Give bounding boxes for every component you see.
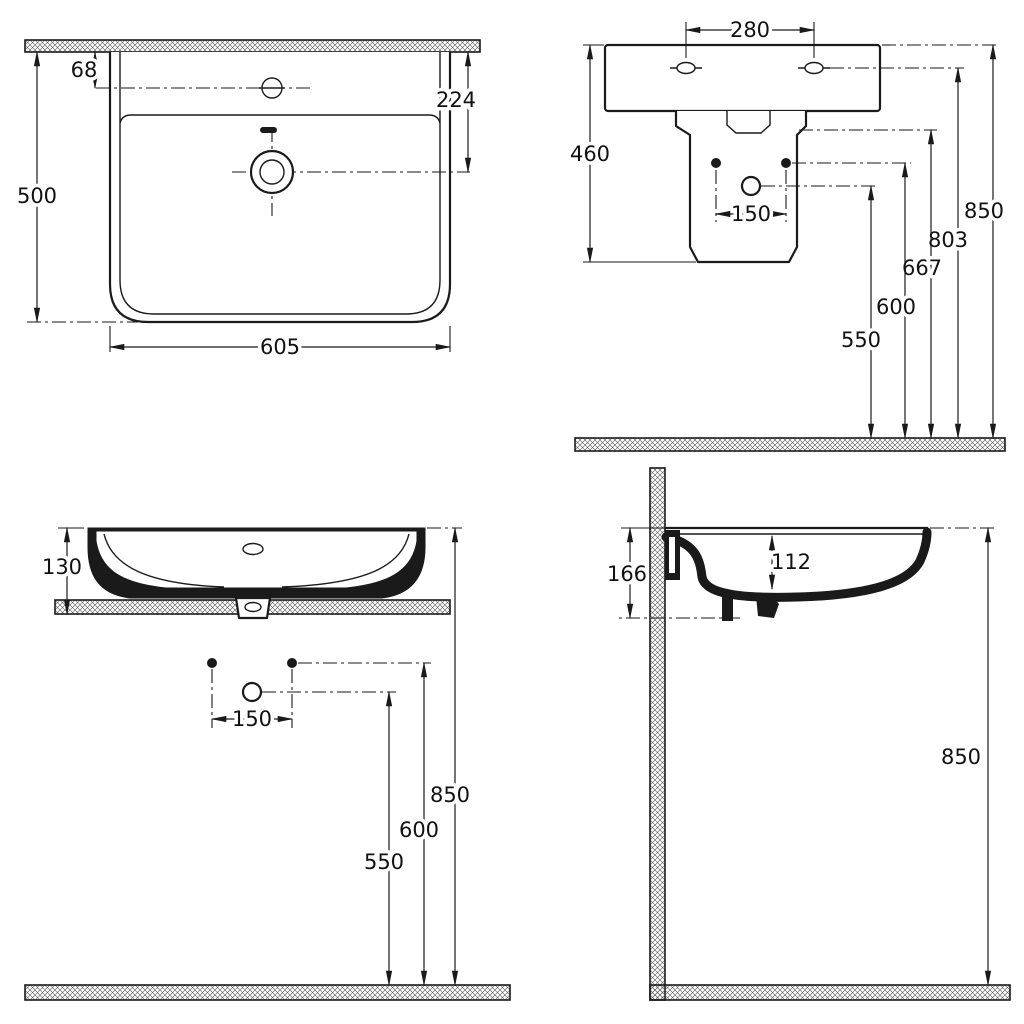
drain-stub — [234, 596, 272, 620]
faucet-hole-front-icon — [242, 542, 264, 556]
mount-hole-right-icon — [804, 61, 824, 75]
wall-hatch-plan — [24, 39, 481, 53]
dim-rim-height-front: 850 — [430, 783, 470, 807]
basin-curve-right — [281, 533, 410, 588]
drain-trap-right — [756, 594, 779, 618]
dim-basin-height: 130 — [42, 555, 82, 579]
sink-inner-rim — [119, 52, 441, 315]
floor-hatch-section — [649, 984, 1011, 1001]
dim-width: 605 — [260, 335, 300, 359]
view-rear: 280 150 460 850 803 667 600 550 — [566, 15, 1008, 452]
drain-trap-left — [722, 597, 733, 621]
overflow-channel-slot — [669, 537, 675, 573]
dim-basin-depth: 112 — [771, 550, 811, 574]
floor-hatch-rear — [574, 437, 1006, 452]
dim-overall-height: 166 — [607, 562, 647, 586]
basin-shell-section — [661, 527, 932, 602]
dim-depth: 500 — [17, 184, 57, 208]
basin-body-rear — [603, 43, 882, 113]
sink-front-section — [87, 527, 426, 599]
wall-hatch-section — [649, 467, 666, 1001]
view-plan: 68 224 500 605 — [13, 39, 481, 363]
dim-hole-spacing: 280 — [730, 18, 770, 42]
bolt-right-icon — [781, 158, 791, 168]
dim-bolt-height: 600 — [876, 295, 916, 319]
bolt-left-front-icon — [207, 658, 217, 668]
floor-hatch-front — [24, 984, 511, 1001]
mount-hole-left-icon — [676, 61, 696, 75]
dim-rim-height-section: 850 — [941, 745, 981, 769]
basin-curve-left — [103, 533, 225, 588]
dim-rim-height: 850 — [964, 199, 1004, 223]
view-front: 130 150 550 600 850 — [24, 526, 511, 1001]
dim-skirt-height: 667 — [902, 256, 942, 280]
dim-body-height: 460 — [570, 142, 610, 166]
waste-outlet-icon — [740, 175, 762, 197]
dim-drain-height: 550 — [841, 328, 881, 352]
dim-bolt-height-front: 600 — [399, 818, 439, 842]
bracket-notch — [726, 111, 771, 134]
overflow-slot-icon — [260, 127, 277, 133]
dim-bolt-spacing: 150 — [731, 202, 771, 226]
waste-outlet-front-icon — [241, 681, 263, 703]
dim-faucet-offset: 68 — [71, 58, 98, 82]
dim-bolt-spacing-front: 150 — [232, 707, 272, 731]
view-section: 112 166 850 — [603, 467, 1011, 1001]
dim-hole-height: 803 — [928, 228, 968, 252]
basin-deck-edge — [119, 114, 441, 124]
dim-drain-height-front: 550 — [364, 850, 404, 874]
drain-stub-opening — [244, 601, 262, 613]
dim-drain-offset: 224 — [436, 88, 476, 112]
drain-hole-outer-icon — [249, 149, 295, 195]
bolt-left-icon — [711, 158, 721, 168]
bolt-right-front-icon — [287, 658, 297, 668]
drain-hole-inner-icon — [259, 159, 285, 185]
